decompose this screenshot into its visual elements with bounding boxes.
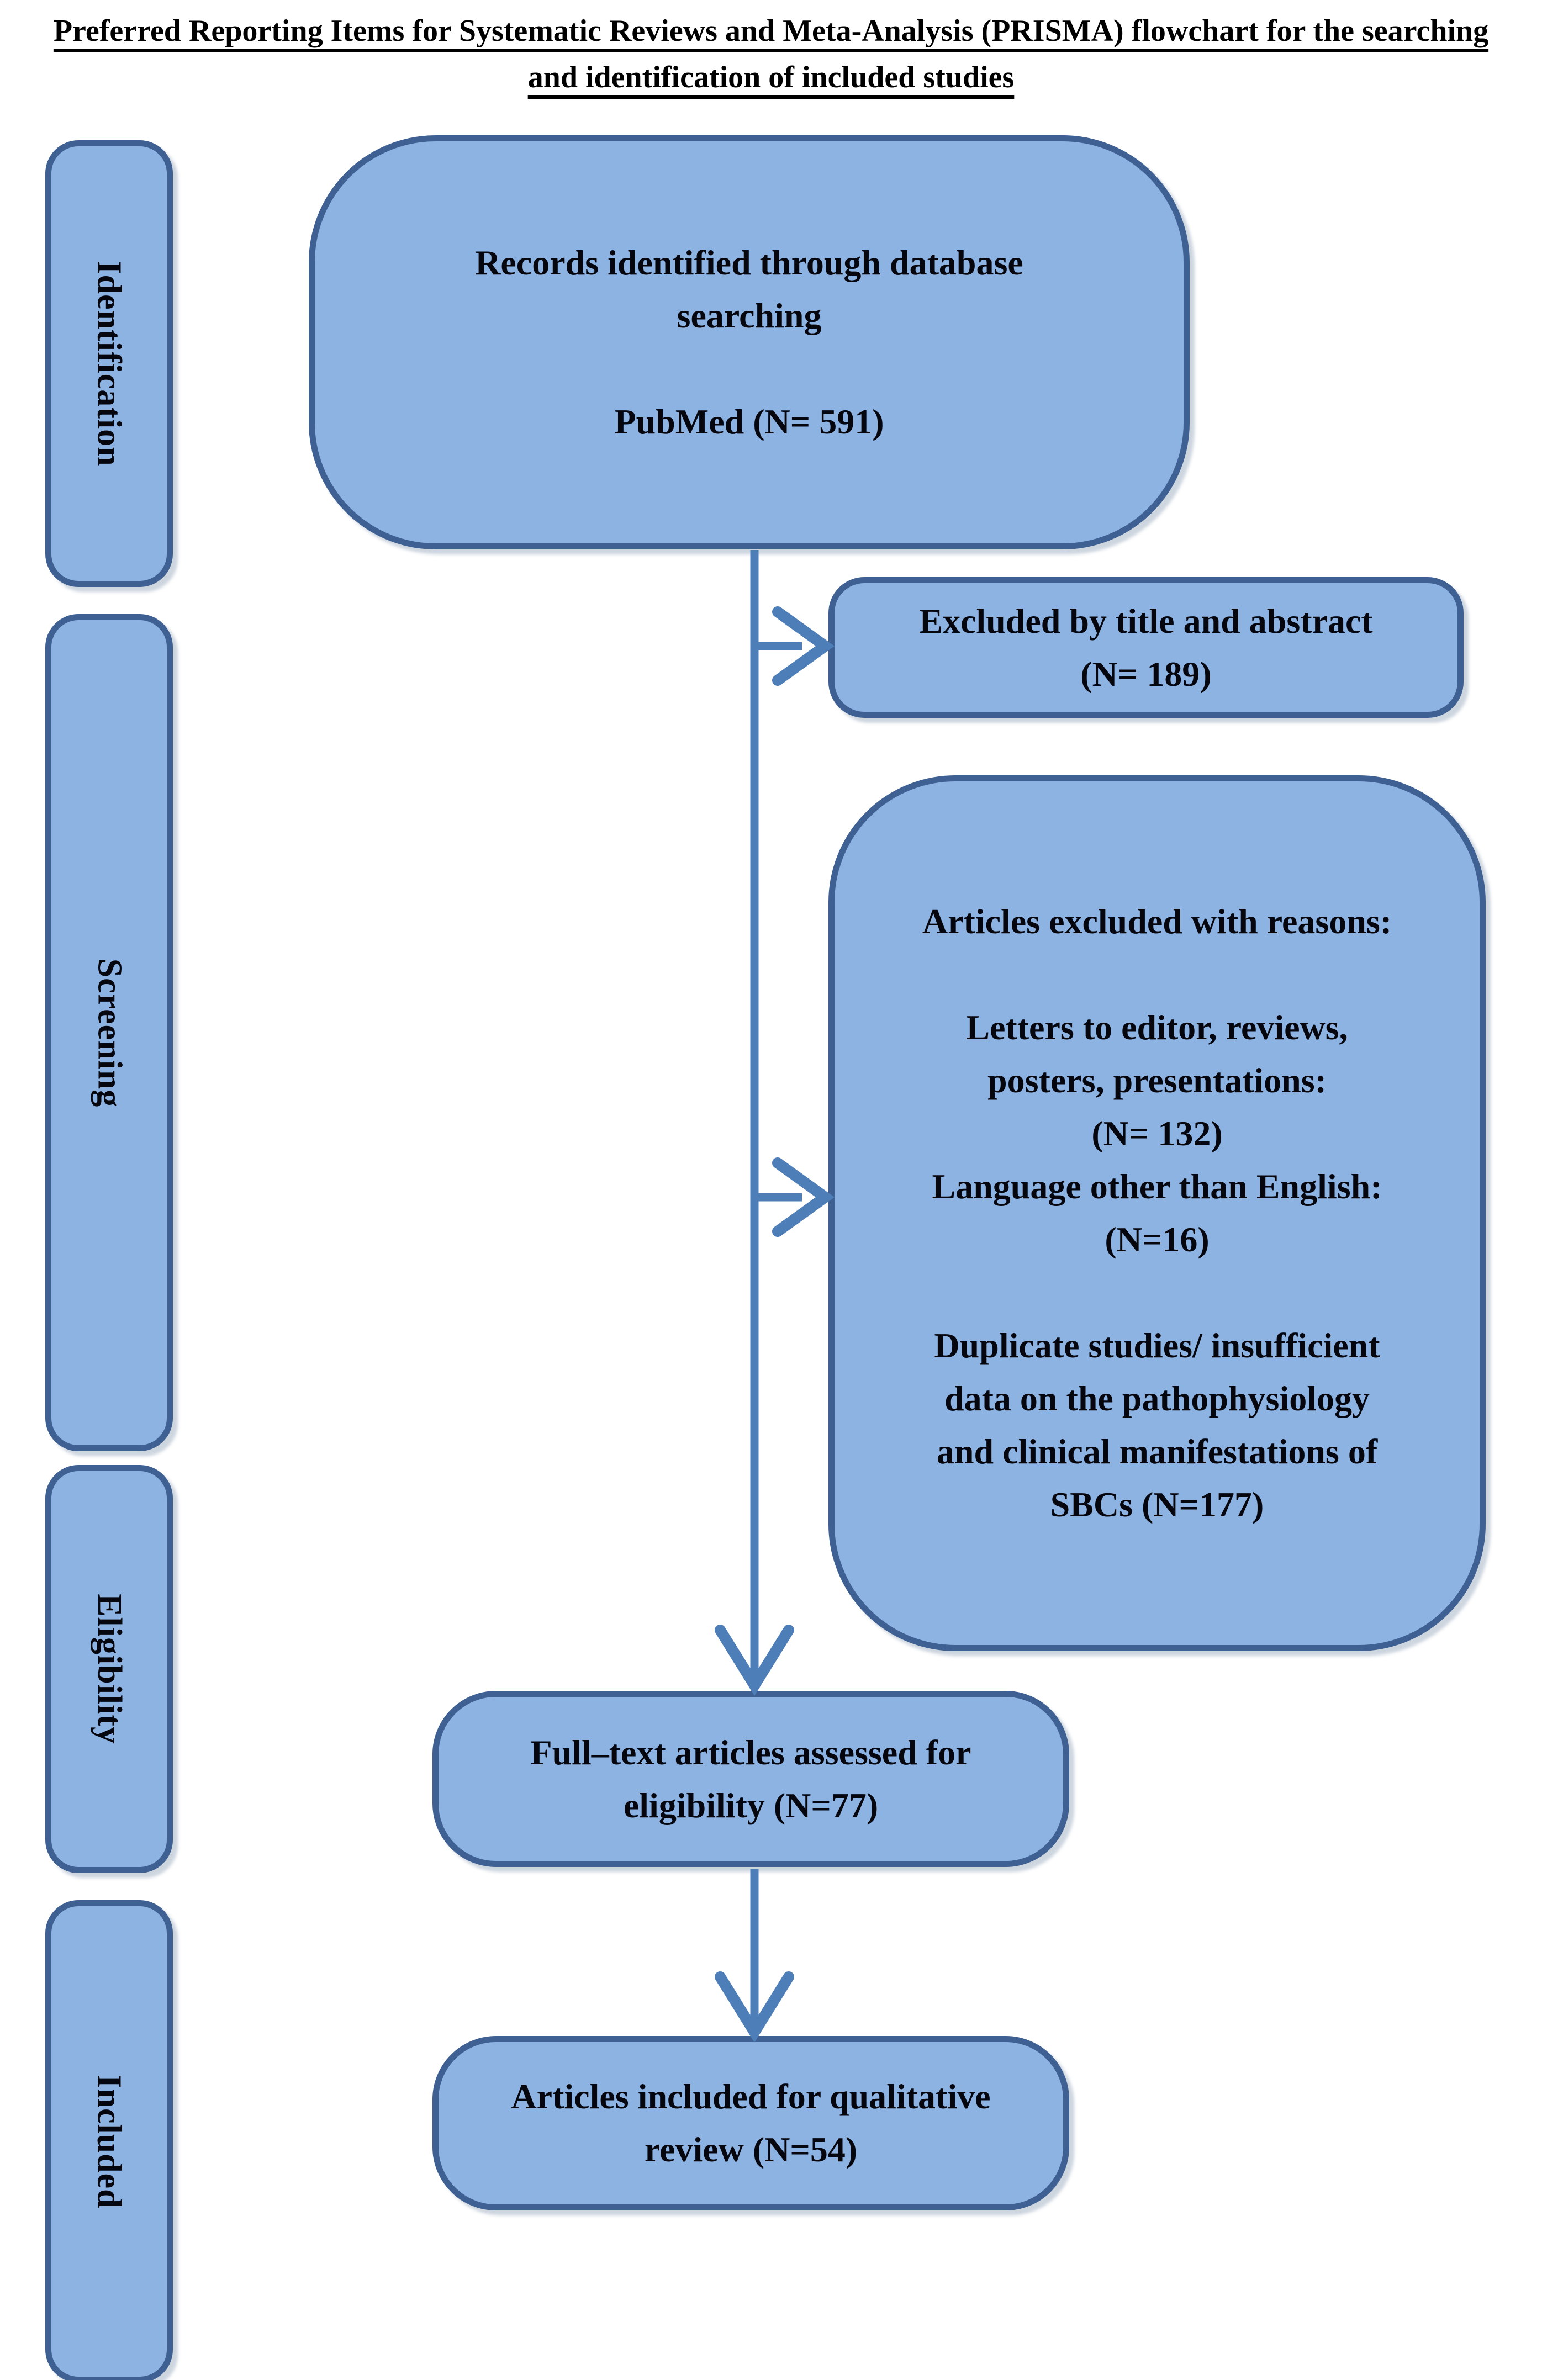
page-title: Preferred Reporting Items for Systematic…: [53, 14, 1489, 94]
stage-included: Included: [45, 1900, 173, 2380]
stage-identification: Identification: [45, 140, 173, 587]
records-identified-box: Records identified through database sear…: [309, 135, 1190, 549]
stage-eligibility: Eligibility: [45, 1465, 173, 1873]
included-qualitative-box: Articles included for qualitative review…: [432, 2036, 1069, 2210]
arrowhead-down-fulltext-icon: [715, 1625, 794, 1696]
included-qualitative-text: Articles included for qualitative review…: [511, 2077, 991, 2169]
stage-identification-label: Identification: [91, 261, 129, 467]
arrowhead-down-included-icon: [715, 1971, 794, 2043]
stage-screening-label: Screening: [91, 958, 128, 1107]
fulltext-assessed-box: Full–text articles assessed for eligibil…: [432, 1691, 1069, 1867]
excluded-reasons-box: Articles excluded with reasons: Letters …: [828, 775, 1486, 1651]
records-identified-text: Records identified through database sear…: [475, 243, 1023, 441]
stage-screening: Screening: [45, 614, 173, 1451]
arrowhead-right-reasons-icon: [772, 1157, 835, 1237]
stage-included-label: Included: [91, 2074, 129, 2209]
arrowhead-right-excluded-icon: [772, 606, 835, 686]
excluded-title-abstract-text: Excluded by title and abstract (N= 189): [919, 601, 1373, 694]
stage-eligibility-label: Eligibility: [91, 1594, 128, 1744]
excluded-reasons-text: Articles excluded with reasons: Letters …: [922, 902, 1392, 1524]
excluded-title-abstract-box: Excluded by title and abstract (N= 189): [828, 577, 1464, 718]
fulltext-assessed-text: Full–text articles assessed for eligibil…: [530, 1732, 971, 1825]
